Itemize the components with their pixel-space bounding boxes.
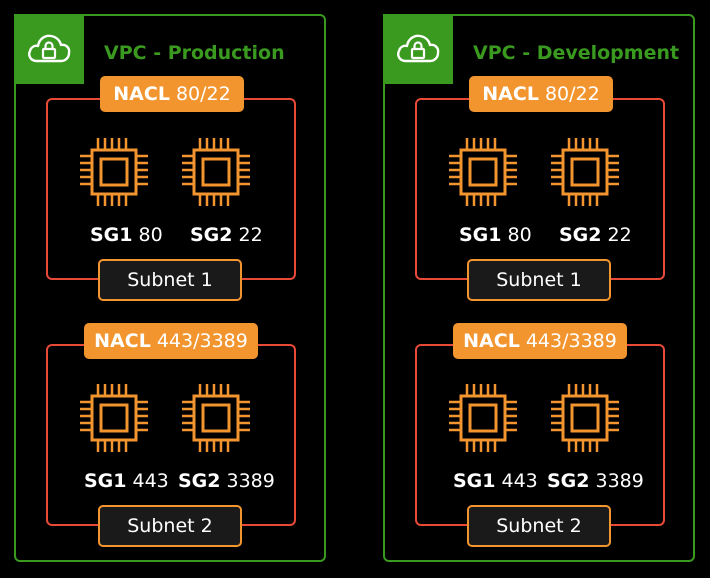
nacl-label: NACL	[94, 330, 151, 352]
chip-icon	[549, 136, 621, 208]
subnet-label: Subnet 2	[467, 505, 611, 547]
nacl-badge: NACL 443/3389	[84, 323, 258, 359]
vpc-title: VPC - Production	[104, 42, 285, 64]
subnet-label: Subnet 1	[98, 259, 242, 301]
sg-name: SG2	[178, 470, 221, 492]
nacl-ports: 443/3389	[525, 330, 617, 352]
chip-icon	[447, 382, 519, 454]
chip-icon	[78, 136, 150, 208]
subnet-label: Subnet 1	[467, 259, 611, 301]
nacl-ports: 443/3389	[156, 330, 248, 352]
nacl-ports: 80/22	[175, 83, 231, 105]
sg-name: SG1	[90, 224, 133, 246]
nacl-label: NACL	[482, 83, 539, 105]
sg-name: SG1	[459, 224, 502, 246]
sg-port: 443	[132, 470, 169, 492]
sg-port: 80	[138, 224, 163, 246]
nacl-label: NACL	[113, 83, 170, 105]
vpc-icon-box	[14, 14, 84, 84]
chip-icon	[549, 382, 621, 454]
subnet-label: Subnet 2	[98, 505, 242, 547]
cloud-lock-icon	[394, 29, 442, 69]
sg-name: SG1	[84, 470, 127, 492]
chip-icon	[447, 136, 519, 208]
vpc-icon-box	[383, 14, 453, 84]
sg-port: 3389	[595, 470, 644, 492]
nacl-badge: NACL 443/3389	[453, 323, 627, 359]
chip-icon	[180, 136, 252, 208]
nacl-label: NACL	[463, 330, 520, 352]
sg-name: SG2	[547, 470, 590, 492]
sg-port: 22	[607, 224, 632, 246]
sg-port: 22	[238, 224, 263, 246]
sg-name: SG2	[190, 224, 233, 246]
sg-name: SG2	[559, 224, 602, 246]
sg-port: 80	[507, 224, 532, 246]
nacl-ports: 80/22	[544, 83, 600, 105]
vpc-title: VPC - Development	[473, 42, 680, 64]
chip-icon	[180, 382, 252, 454]
sg-port: 3389	[226, 470, 275, 492]
nacl-badge: NACL 80/22	[469, 76, 613, 112]
cloud-lock-icon	[25, 29, 73, 69]
chip-icon	[78, 382, 150, 454]
sg-port: 443	[501, 470, 538, 492]
sg-name: SG1	[453, 470, 496, 492]
nacl-badge: NACL 80/22	[100, 76, 244, 112]
